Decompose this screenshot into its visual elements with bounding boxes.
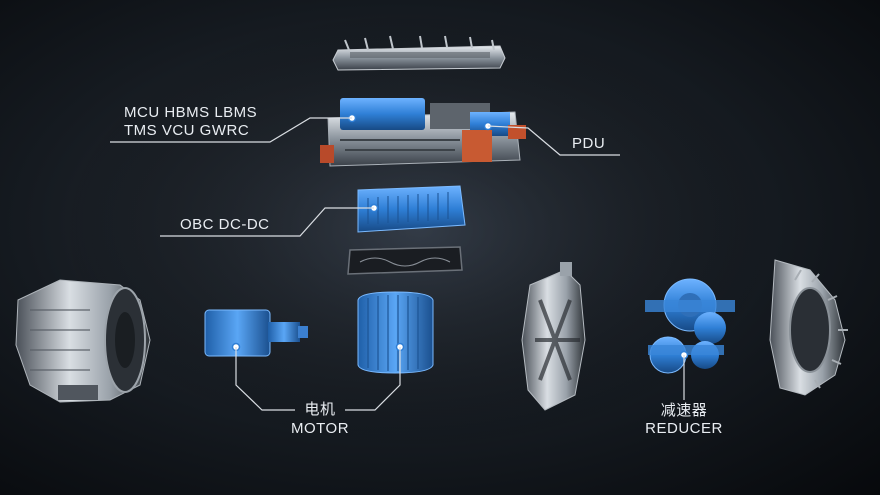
controller-orange-connector [320, 145, 334, 163]
controller-label-line1: MCU HBMS LBMS [124, 104, 258, 121]
controller-label-line2: TMS VCU GWRC [124, 122, 250, 139]
reducer-label-en: REDUCER [645, 420, 723, 437]
obc-label: OBC DC-DC [180, 216, 270, 233]
left-motor-housing [15, 279, 151, 403]
motor-stator [357, 291, 434, 374]
controller-module [320, 98, 526, 167]
base-plate [347, 246, 463, 275]
reducer-label-cn: 减速器 [660, 402, 708, 419]
rotor-callout-line [235, 347, 295, 411]
controller-callout-line [110, 117, 352, 143]
pdu-connector [462, 130, 492, 162]
background-glow [60, 10, 780, 450]
pdu-label: PDU [572, 135, 606, 152]
right-end-cover [769, 259, 848, 396]
callout-lines [110, 117, 685, 411]
middle-gear-housing [521, 262, 586, 411]
pdu-callout-line [487, 125, 620, 156]
reducer-gears [645, 278, 735, 374]
motor-label-cn: 电机 [304, 401, 336, 418]
motor-label-en: MOTOR [290, 420, 350, 437]
top-lid-cover [332, 35, 506, 71]
obc-module [357, 185, 466, 233]
controller-blue-board [340, 98, 425, 130]
stator-callout-line [345, 347, 401, 411]
obc-callout-line [160, 207, 374, 237]
motor-rotor [204, 309, 308, 357]
